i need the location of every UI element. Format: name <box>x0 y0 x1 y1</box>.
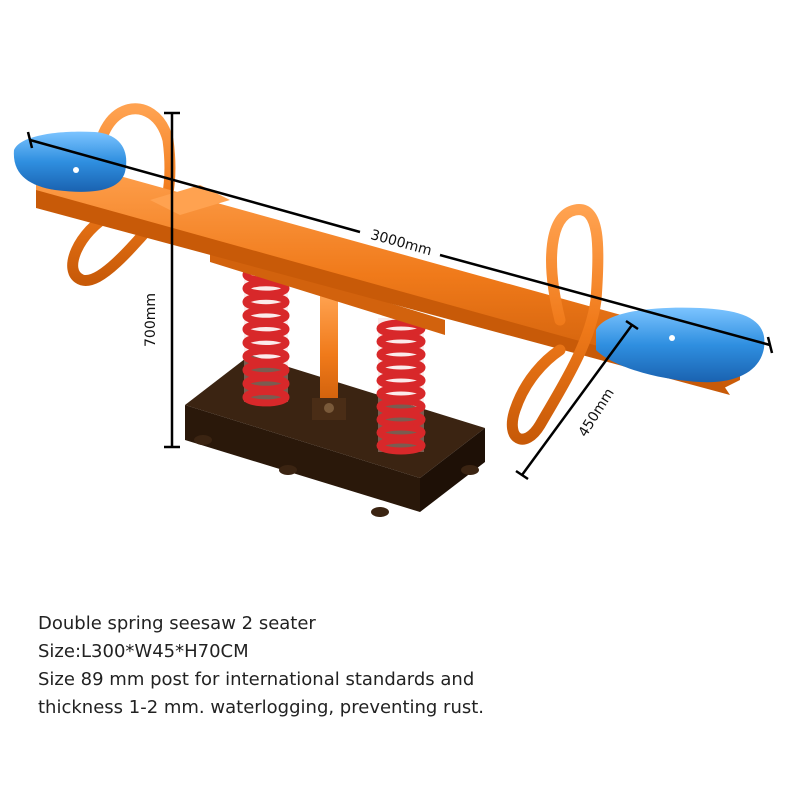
center-post <box>312 295 346 420</box>
left-spring-coil <box>242 387 290 407</box>
description-line-thickness: thickness 1-2 mm. waterlogging, preventi… <box>38 697 485 718</box>
dimension-height: 700mm <box>143 111 180 449</box>
product-description: Double spring seesaw 2 seater Size:L300*… <box>38 610 758 722</box>
right-seat <box>596 307 765 383</box>
main-beam <box>36 160 740 395</box>
left-seat <box>13 131 127 192</box>
left-spring <box>242 262 290 407</box>
right-spring-coil <box>376 436 426 455</box>
right-spring <box>376 318 426 455</box>
description-line-post: Size 89 mm post for international standa… <box>38 669 475 690</box>
dimension-height-label: 700mm <box>143 293 159 347</box>
right-handle <box>506 204 604 445</box>
pivot-housing <box>150 185 230 215</box>
description-line-title: Double spring seesaw 2 seater <box>38 613 316 634</box>
description-line-size: Size:L300*W45*H70CM <box>38 641 249 662</box>
